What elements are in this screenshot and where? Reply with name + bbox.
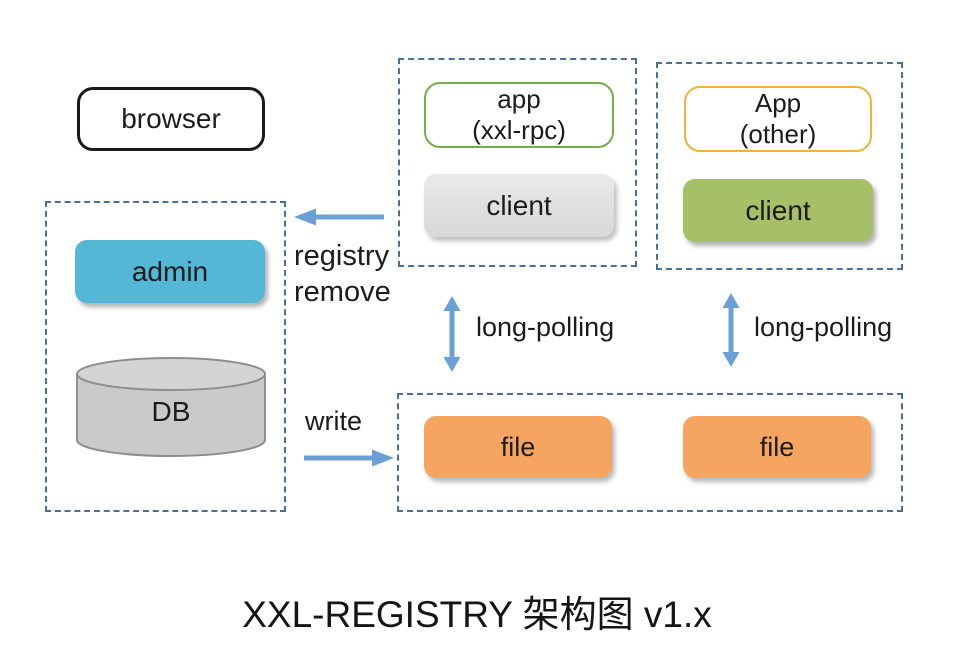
app-other-group (656, 62, 903, 270)
file-right-label: file (759, 431, 795, 462)
app-other-node: App (other) (684, 86, 872, 152)
file-node-right: file (683, 416, 871, 478)
write-label: write (305, 406, 363, 436)
diagram-title: XXL-REGISTRY 架构图 v1.x (242, 594, 712, 635)
app-xxl-rpc-label-line2: (xxl-rpc) (472, 115, 566, 145)
registry-center-group (45, 201, 286, 512)
registry-remove-arrow (294, 208, 384, 226)
app-other-label-line1: App (754, 88, 802, 118)
admin-node: admin (75, 240, 265, 303)
browser-label: browser (121, 103, 221, 134)
write-arrow (304, 449, 394, 467)
long-polling-left-label: long-polling (476, 312, 615, 342)
long-polling-left-arrow (443, 296, 461, 372)
long-polling-right-label: long-polling (754, 312, 893, 342)
registry-remove-label: registry remove (294, 238, 391, 310)
app-xxl-rpc-node: app (xxl-rpc) (424, 82, 614, 148)
file-storage-group (397, 393, 903, 512)
app-xxl-rpc-group (398, 58, 637, 267)
file-node-left: file (424, 416, 612, 478)
client-green-node: client (683, 179, 873, 242)
app-xxl-rpc-label-line1: app (497, 84, 541, 114)
registry-remove-line1: registry (294, 240, 390, 272)
long-polling-right-arrow (722, 293, 740, 367)
app-other-label-line2: (other) (739, 119, 817, 149)
db-label: DB (151, 396, 191, 427)
client-green-label: client (745, 194, 811, 226)
admin-label: admin (131, 255, 209, 287)
client-gray-node: client (424, 174, 614, 237)
registry-remove-line2: remove (294, 276, 391, 308)
client-gray-label: client (486, 189, 552, 221)
database-cylinder-icon (76, 357, 266, 457)
browser-node: browser (77, 87, 265, 151)
file-left-label: file (500, 431, 536, 462)
